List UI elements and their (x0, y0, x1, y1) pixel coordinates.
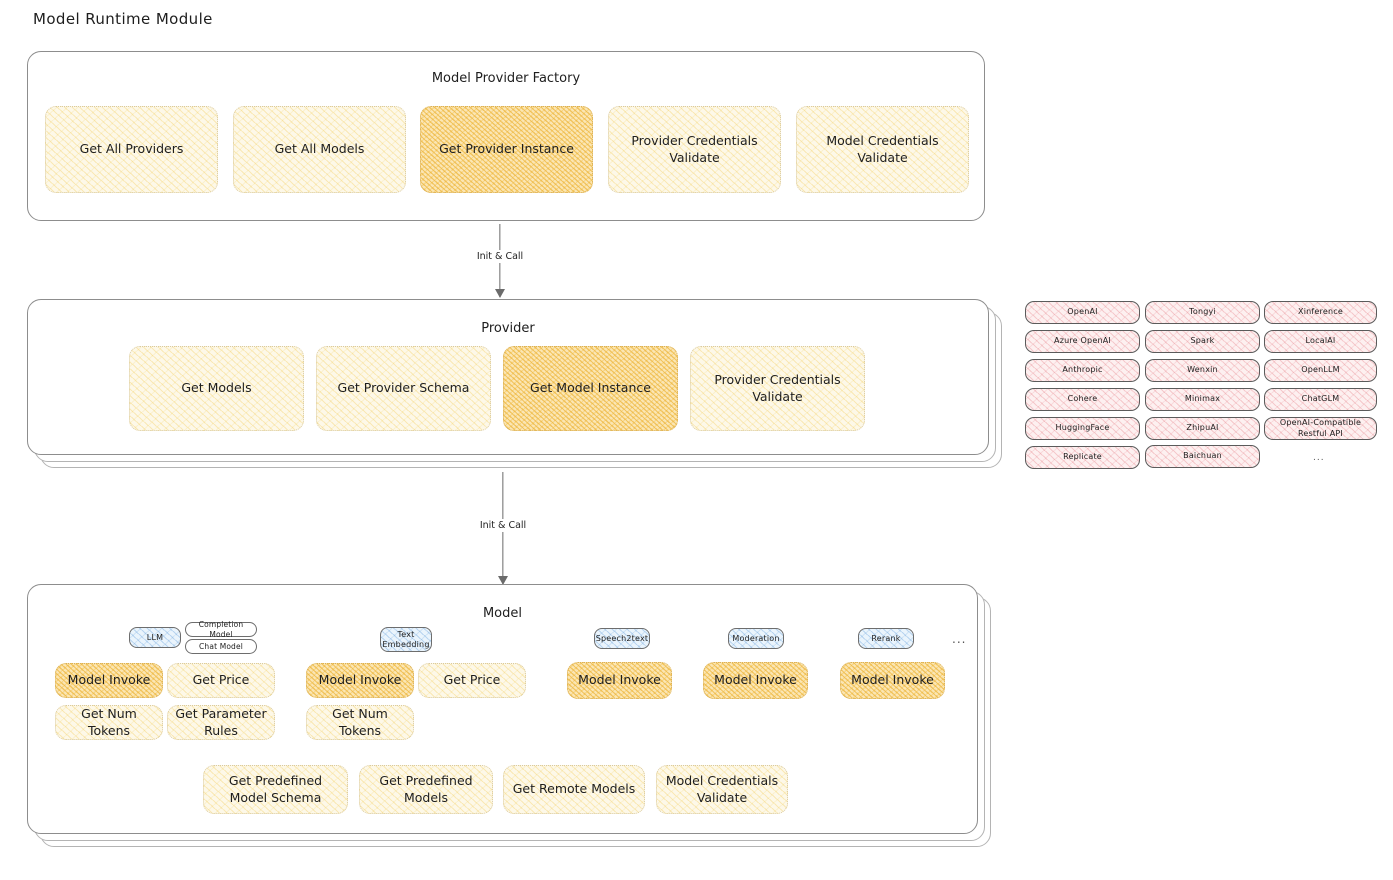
provider-chip-minimax[interactable]: Minimax (1145, 388, 1260, 411)
provider-chip-baichuan[interactable]: Baichuan (1145, 445, 1260, 468)
factory-box-get-provider-instance[interactable]: Get Provider Instance (420, 106, 593, 193)
model-box-llm-get-parameter-rules[interactable]: Get Parameter Rules (167, 705, 275, 740)
provider-chip-tongyi[interactable]: Tongyi (1145, 301, 1260, 324)
provider-box-provider-credentials-validate[interactable]: Provider Credentials Validate (690, 346, 865, 431)
provider-chip-anthropic[interactable]: Anthropic (1025, 359, 1140, 382)
arrow-label: Init & Call (475, 519, 531, 532)
model-box-text-embedding-get-price[interactable]: Get Price (418, 663, 526, 698)
provider-chip-xinference[interactable]: Xinference (1264, 301, 1377, 324)
provider-box-get-model-instance[interactable]: Get Model Instance (503, 346, 678, 431)
model-box-llm-get-num-tokens[interactable]: Get Num Tokens (55, 705, 163, 740)
model-box-model-credentials-validate[interactable]: Model Credentials Validate (656, 765, 788, 814)
model-box-get-predefined-models[interactable]: Get Predefined Models (359, 765, 493, 814)
arrow-provider-to-model: Init & Call (468, 472, 538, 585)
model-badge-llm[interactable]: LLM (129, 627, 181, 648)
factory-box-model-credentials-validate[interactable]: Model Credentials Validate (796, 106, 969, 193)
provider-title: Provider (481, 321, 535, 336)
factory-box-get-all-models[interactable]: Get All Models (233, 106, 406, 193)
provider-chip-chatglm[interactable]: ChatGLM (1264, 388, 1377, 411)
provider-chip-spark[interactable]: Spark (1145, 330, 1260, 353)
model-box-llm-get-price[interactable]: Get Price (167, 663, 275, 698)
model-box-get-predefined-model-schema[interactable]: Get Predefined Model Schema (203, 765, 348, 814)
provider-chip-openllm[interactable]: OpenLLM (1264, 359, 1377, 382)
model-badge-moderation[interactable]: Moderation (728, 628, 784, 649)
model-box-rerank-model-invoke[interactable]: Model Invoke (840, 662, 945, 699)
provider-chip-replicate[interactable]: Replicate (1025, 446, 1140, 469)
provider-chip-zhipuai[interactable]: ZhipuAI (1145, 417, 1260, 440)
model-badge-text-embedding[interactable]: Text Embedding (380, 627, 432, 652)
arrow-factory-to-provider: Init & Call (465, 224, 535, 298)
model-box-get-remote-models[interactable]: Get Remote Models (503, 765, 645, 814)
provider-chip-localai[interactable]: LocalAI (1264, 330, 1377, 353)
model-box-speech2text-model-invoke[interactable]: Model Invoke (567, 662, 672, 699)
provider-chip-openai[interactable]: OpenAI (1025, 301, 1140, 324)
provider-chip-azure-openai[interactable]: Azure OpenAI (1025, 330, 1140, 353)
model-sub-badge-chat-model[interactable]: Chat Model (185, 639, 257, 654)
model-box-text-embedding-model-invoke[interactable]: Model Invoke (306, 663, 414, 698)
provider-chip-wenxin[interactable]: Wenxin (1145, 359, 1260, 382)
arrow-head (495, 289, 505, 298)
model-badge-speech2text[interactable]: Speech2text (594, 628, 650, 649)
model-title: Model (482, 606, 523, 621)
factory-box-provider-credentials-validate[interactable]: Provider Credentials Validate (608, 106, 781, 193)
model-groups-ellipsis: ... (952, 632, 967, 646)
provider-box-get-models[interactable]: Get Models (129, 346, 304, 431)
provider-chip-openai-compatible-restful-api[interactable]: OpenAI-Compatible Restful API (1264, 417, 1377, 440)
factory-box-get-all-providers[interactable]: Get All Providers (45, 106, 218, 193)
provider-chip-cohere[interactable]: Cohere (1025, 388, 1140, 411)
provider-box-get-provider-schema[interactable]: Get Provider Schema (316, 346, 491, 431)
provider-chip-huggingface[interactable]: HuggingFace (1025, 417, 1140, 440)
model-sub-badge-completion-model[interactable]: Completion Model (185, 620, 257, 639)
provider-list-ellipsis: ... (1313, 453, 1325, 463)
model-box-llm-model-invoke[interactable]: Model Invoke (55, 663, 163, 698)
model-badge-rerank[interactable]: Rerank (858, 628, 914, 649)
model-box-moderation-model-invoke[interactable]: Model Invoke (703, 662, 808, 699)
model-provider-factory-title: Model Provider Factory (431, 71, 581, 86)
page-title: Model Runtime Module (33, 10, 213, 28)
arrow-head (498, 576, 508, 585)
arrow-label: Init & Call (472, 250, 528, 263)
model-box-text-embedding-get-num-tokens[interactable]: Get Num Tokens (306, 705, 414, 740)
